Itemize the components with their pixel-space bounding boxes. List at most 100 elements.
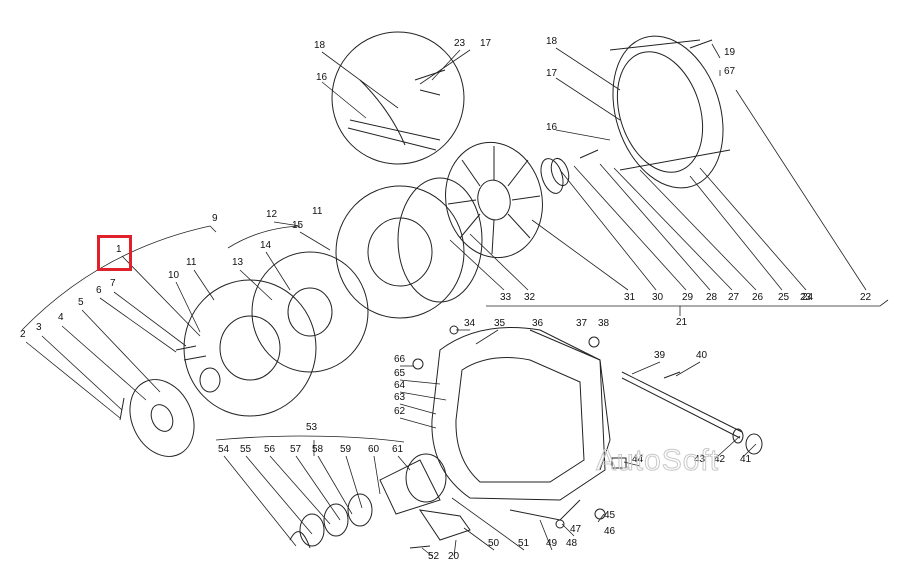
part-label-11: 11 <box>312 206 323 217</box>
part-label-47: 47 <box>570 524 582 535</box>
part-label-48: 48 <box>566 538 578 549</box>
part-label-67: 67 <box>724 66 736 77</box>
leader-line <box>431 49 461 81</box>
leader-line <box>41 335 123 411</box>
part-label-10: 10 <box>168 270 180 281</box>
leader-line <box>453 539 457 557</box>
flange <box>129 379 195 457</box>
part-label-64: 64 <box>394 380 406 391</box>
part-label-31: 31 <box>624 292 636 303</box>
bracket-12 <box>227 221 301 249</box>
detail-lever <box>347 79 441 151</box>
part-label-13: 13 <box>232 257 244 268</box>
leader-line <box>475 329 499 345</box>
part-label-55: 55 <box>240 444 252 455</box>
diaphragm-fingers <box>447 146 541 255</box>
diaphragm-hub <box>477 179 511 221</box>
part-label-23: 23 <box>454 38 466 49</box>
leader-line <box>559 169 657 291</box>
flange-hub <box>150 404 174 432</box>
leader-line <box>239 269 273 301</box>
leader-line <box>81 309 161 393</box>
pressure-housing-outer <box>612 35 724 189</box>
housing-edges <box>609 39 731 171</box>
highlight-box <box>97 235 132 271</box>
leader-line <box>397 455 411 471</box>
part-label-38: 38 <box>598 318 610 329</box>
leader-line <box>539 519 553 551</box>
leader-line <box>555 129 611 141</box>
part-label-57: 57 <box>290 444 302 455</box>
part-label-15: 15 <box>292 220 304 231</box>
part-label-36: 36 <box>532 318 544 329</box>
part-drawings <box>119 31 763 549</box>
part-label-66: 66 <box>394 354 406 365</box>
part-label-45: 45 <box>604 510 616 521</box>
leader-line <box>623 461 641 467</box>
housing-flange <box>529 329 611 471</box>
watermark: AutoSoft <box>596 444 719 477</box>
leader-line <box>463 527 495 551</box>
part-label-22: 22 <box>860 292 872 303</box>
part-label-59: 59 <box>340 444 352 455</box>
bolt-16 <box>579 149 599 159</box>
leader-line <box>99 297 177 353</box>
pressure-housing-inner <box>616 51 704 173</box>
leader-line <box>555 77 621 121</box>
part-label-51: 51 <box>518 538 530 549</box>
ring-a <box>540 158 564 194</box>
part-label-29: 29 <box>682 292 694 303</box>
leader-line <box>743 443 757 457</box>
part-label-52: 52 <box>428 551 440 562</box>
driven-disc <box>251 251 369 373</box>
part-label-20: 20 <box>448 551 460 562</box>
leader-line <box>639 169 757 291</box>
part-label-1: 1 <box>116 244 122 255</box>
leader-line <box>113 291 187 347</box>
leader-line <box>321 51 399 109</box>
leader-line <box>597 513 605 523</box>
leader-line <box>613 167 733 291</box>
leader-line <box>61 325 147 401</box>
part-label-12: 12 <box>266 209 278 220</box>
part-label-65: 65 <box>394 368 406 379</box>
part-label-3: 3 <box>36 322 42 333</box>
friction-disc-inner <box>219 315 281 381</box>
leader-line <box>469 233 529 291</box>
leader-line <box>399 379 441 385</box>
part-label-39: 39 <box>654 350 666 361</box>
circlip-b <box>323 503 349 537</box>
part-label-44: 44 <box>632 454 644 465</box>
leader-line <box>699 167 807 291</box>
leader-line <box>25 341 121 419</box>
part-label-25: 25 <box>778 292 790 303</box>
part-label-43: 43 <box>694 454 706 465</box>
part-label-21: 21 <box>676 317 688 328</box>
leader-line <box>321 81 367 119</box>
part-label-16: 16 <box>316 72 328 83</box>
part-label-37: 37 <box>576 318 588 329</box>
part-label-26: 26 <box>752 292 764 303</box>
leader-line <box>419 49 471 85</box>
part-label-53: 53 <box>306 422 318 433</box>
bracket-9 <box>21 225 217 331</box>
leader-line <box>531 219 629 291</box>
ring-b <box>550 157 570 187</box>
leader-line <box>399 403 437 415</box>
part-label-50: 50 <box>488 538 500 549</box>
part-label-18: 18 <box>314 40 326 51</box>
part-label-41: 41 <box>740 454 752 465</box>
part-label-32: 32 <box>524 292 536 303</box>
leader-line <box>573 165 687 291</box>
leader-line <box>399 391 447 401</box>
detail-bolt <box>414 69 446 96</box>
pressure-plate-inner <box>367 217 433 287</box>
leader-line <box>421 547 433 557</box>
leader-line <box>399 417 437 429</box>
leader-line <box>711 43 721 59</box>
leader-line <box>599 163 711 291</box>
part-label-23: 23 <box>800 292 812 303</box>
leader-line <box>121 255 201 337</box>
leader-line <box>561 523 575 537</box>
part-label-2: 2 <box>20 329 26 340</box>
